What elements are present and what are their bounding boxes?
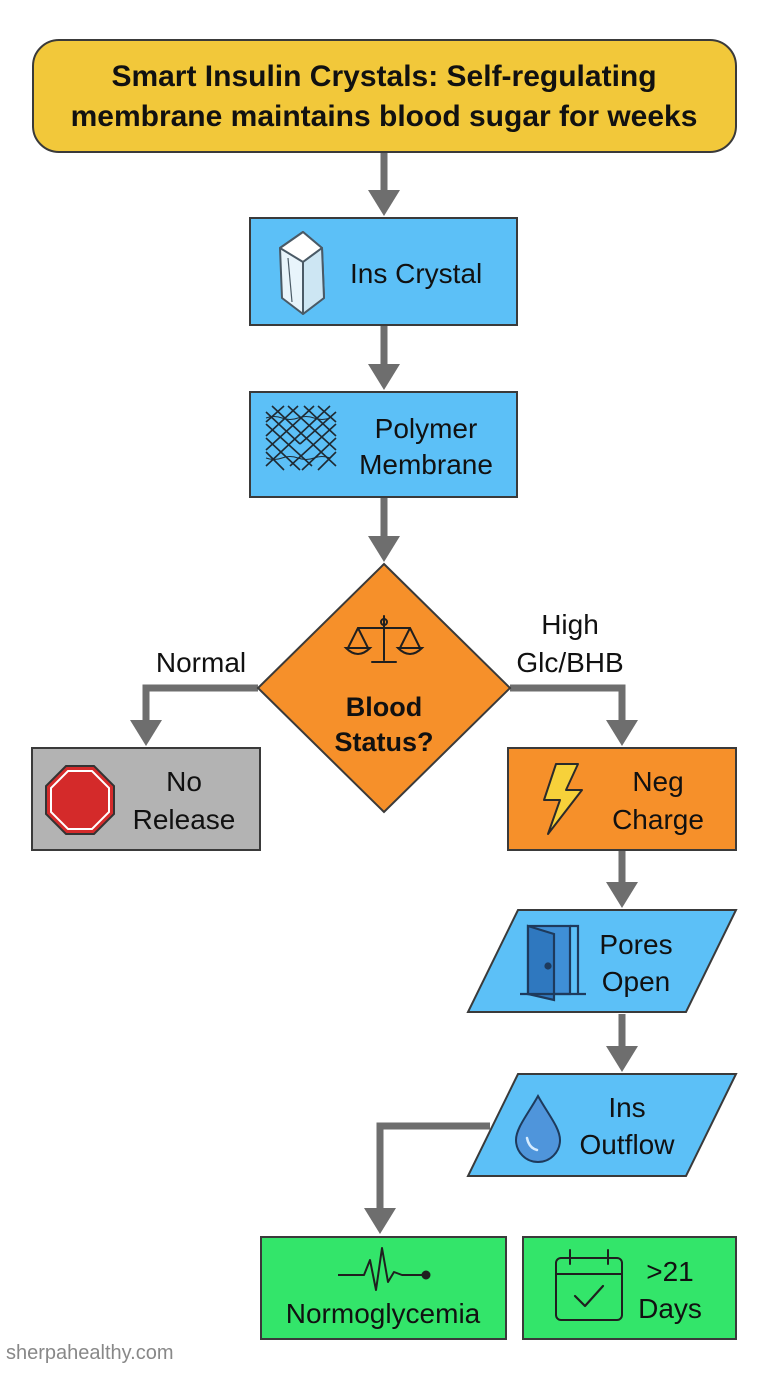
arrow-outflow-to-normoglycemia (376, 1122, 490, 1210)
node-blood-status-decision: Blood Status? (256, 562, 512, 814)
node-days-label-1: >21 (646, 1256, 694, 1287)
node-normoglycemia: Normoglycemia (260, 1236, 507, 1340)
lightning-icon (543, 763, 583, 835)
arrowhead-membrane (368, 364, 400, 390)
edge-label-high-1: High (541, 609, 599, 640)
arrowhead-crystal (368, 190, 400, 216)
droplet-icon (514, 1093, 562, 1163)
edge-label-high-2: Glc/BHB (516, 647, 623, 678)
node-days-shape (522, 1236, 737, 1340)
node-ins-crystal-label: Ins Crystal (350, 258, 482, 289)
node-blood-status-label-1: Blood (346, 692, 422, 722)
arrowhead-outflow (606, 1046, 638, 1072)
node-no-release-label-2: Release (133, 804, 236, 835)
arrow-decision-to-no-release (142, 684, 258, 722)
node-neg-charge-label-2: Charge (612, 804, 704, 835)
node-ins-outflow-shape (466, 1073, 738, 1177)
title-box: Smart Insulin Crystals: Self-regulating … (32, 39, 737, 153)
node-ins-outflow-label-1: Ins (608, 1092, 645, 1123)
node-ins-crystal: Ins Crystal (249, 217, 518, 326)
node-no-release-label-1: No (166, 766, 202, 797)
scale-icon (343, 615, 425, 663)
title-box-shape (32, 39, 737, 153)
title-line-1: Smart Insulin Crystals: Self-regulating (111, 60, 656, 93)
arrowheads (130, 190, 638, 1234)
node-normoglycemia-label: Normoglycemia (286, 1298, 481, 1329)
node-neg-charge: Neg Charge (507, 747, 737, 851)
arrowhead-decision (368, 536, 400, 562)
arrow-decision-to-neg-charge (510, 684, 626, 722)
node-neg-charge-label-1: Neg (632, 766, 683, 797)
mesh-icon (265, 405, 337, 471)
arrowhead-pores (606, 882, 638, 908)
arrowhead-normoglycemia (364, 1208, 396, 1234)
stop-sign-icon (45, 765, 115, 835)
stop-sign-inner (50, 770, 110, 830)
node-ins-outflow-label-2: Outflow (580, 1129, 676, 1160)
crystal-icon (279, 231, 325, 315)
node-pores-open: Pores Open (466, 909, 738, 1013)
droplet-highlight (525, 1136, 539, 1152)
node-polymer-membrane: Polymer Membrane (249, 391, 518, 498)
title-line-2: membrane maintains blood sugar for weeks (71, 100, 698, 133)
edge-label-normal: Normal (156, 647, 246, 678)
arrowhead-neg-charge (606, 720, 638, 746)
node-days-label-2: Days (638, 1293, 702, 1324)
node-no-release: No Release (31, 747, 261, 851)
node-days: >21 Days (522, 1236, 737, 1340)
door-icon (520, 924, 586, 1002)
node-ins-outflow: Ins Outflow (466, 1073, 738, 1177)
arrowhead-no-release (130, 720, 162, 746)
heartbeat-icon (338, 1247, 431, 1291)
node-blood-status-shape (256, 562, 512, 814)
node-pores-open-label-2: Open (602, 966, 671, 997)
node-blood-status-label-2: Status? (334, 727, 433, 757)
connectors (142, 153, 626, 1210)
watermark: sherpahealthy.com (6, 1342, 174, 1364)
calendar-check-icon (555, 1249, 623, 1321)
node-polymer-membrane-label-2: Membrane (359, 449, 493, 480)
node-pores-open-label-1: Pores (599, 929, 672, 960)
node-polymer-membrane-label-1: Polymer (375, 413, 478, 444)
